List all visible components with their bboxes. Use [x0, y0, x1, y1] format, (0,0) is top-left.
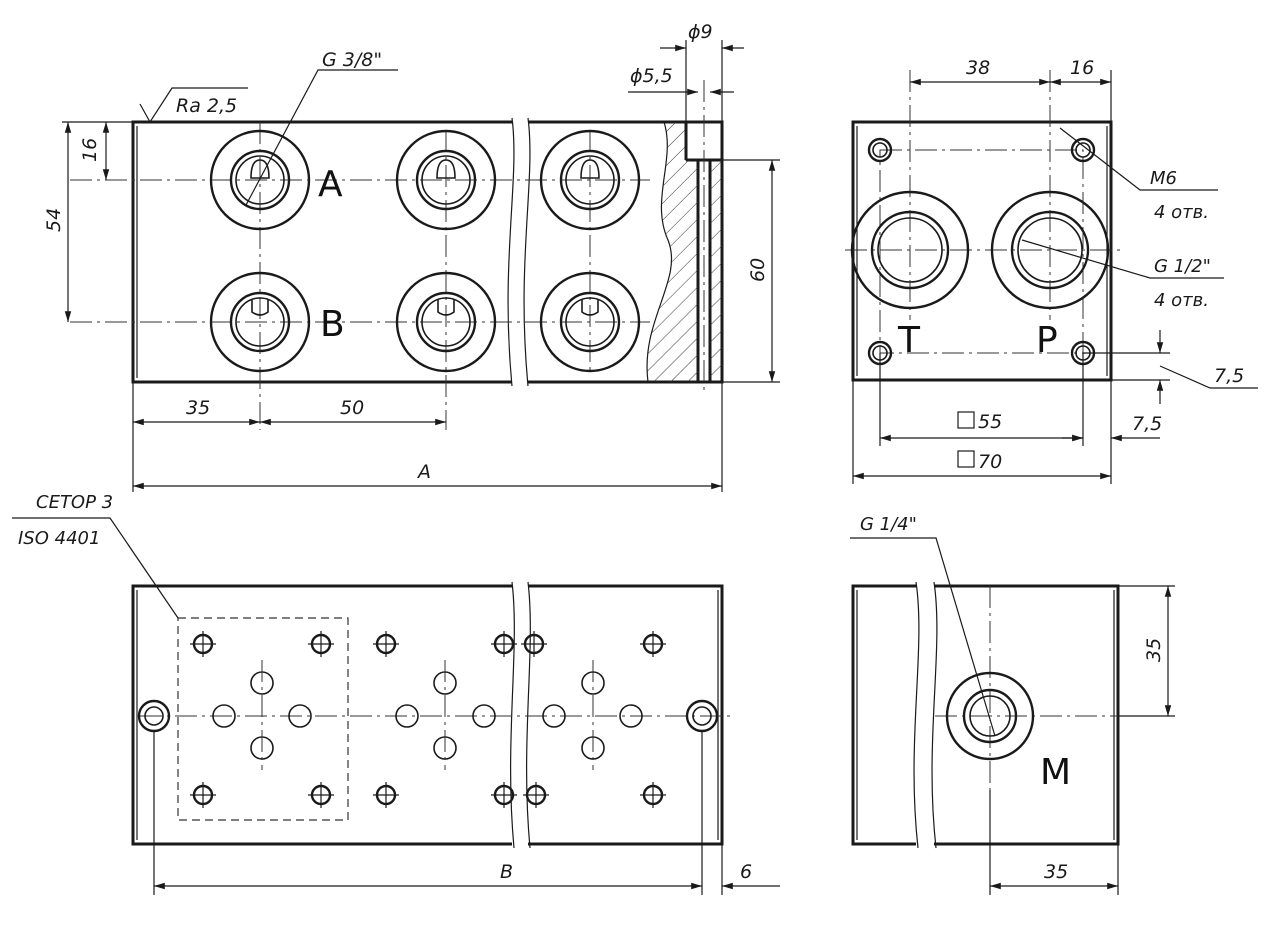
port-a-2 — [395, 129, 497, 231]
section-hatch-1 — [647, 122, 686, 382]
dim75r-leader — [1159, 365, 1258, 389]
dim55-text: 55 — [978, 411, 1002, 433]
m6-leader — [1059, 127, 1218, 191]
cetop-station-3 — [521, 631, 666, 808]
top-view-outline-right — [528, 584, 724, 846]
square-symbol-70 — [957, 450, 975, 468]
dim16-text: 16 — [79, 138, 101, 162]
dim16r-text: 16 — [1070, 57, 1094, 79]
port-p — [990, 190, 1110, 310]
port-m-label: M — [1040, 752, 1071, 793]
dia9-text: ϕ9 — [688, 21, 713, 43]
g12-count-label: 4 отв. — [1154, 290, 1209, 311]
end-view-outline-left — [851, 584, 916, 846]
port-a-3 — [539, 129, 641, 231]
top-view-outline-left — [131, 584, 512, 846]
section-hatch-3 — [686, 160, 698, 382]
g14-label: G 1/4" — [860, 514, 917, 535]
port-p-label: P — [1036, 320, 1058, 361]
cetop-leader — [12, 517, 179, 619]
end-view-outline-right — [934, 584, 1120, 846]
dim54-text: 54 — [43, 208, 65, 232]
g12-leader — [1021, 239, 1224, 279]
side-view: T P 38 16 M6 4 отв. G 1/2" 4 отв. 7,5 7,… — [845, 57, 1258, 484]
cetop-station-1 — [190, 631, 334, 808]
port-t-label: T — [897, 320, 921, 361]
port-b-2 — [395, 271, 497, 373]
port-b-3 — [539, 271, 641, 373]
dim70-text: 70 — [978, 451, 1002, 473]
port-a-label: A — [318, 164, 343, 205]
cetop-station-2 — [373, 631, 517, 808]
port-b-label: B — [320, 304, 345, 345]
dim6-text: 6 — [740, 861, 752, 883]
port-m — [945, 671, 1035, 761]
top-view: CETOP 3 ISO 4401 B 6 — [12, 492, 780, 895]
roughness-label: Ra 2,5 — [176, 95, 237, 117]
g14-leader — [850, 537, 996, 737]
cetop-interface-outline — [177, 617, 349, 821]
iso-label: ISO 4401 — [18, 528, 100, 549]
dim60-text: 60 — [747, 258, 769, 282]
side-view-outline — [851, 120, 1113, 382]
m6-hole-tl — [867, 137, 893, 163]
m6-hole-tr-inner — [1075, 142, 1091, 158]
cetop-label: CETOP 3 — [36, 492, 113, 513]
end-view-break-line-1 — [913, 581, 920, 849]
g38-leader — [245, 69, 398, 206]
dim38-text: 38 — [966, 57, 990, 79]
end-view: M G 1/4" 35 35 — [850, 514, 1175, 895]
top-view-break-line-1 — [510, 581, 515, 849]
m6-hole-tl-inner — [872, 142, 888, 158]
square-symbol-55 — [957, 411, 975, 429]
port-t — [850, 190, 970, 310]
dim50-text: 50 — [340, 397, 364, 419]
dimB-text: B — [500, 861, 513, 883]
dimA-text: A — [416, 461, 431, 483]
m6-count-label: 4 отв. — [1154, 202, 1209, 223]
front-view-break-line-1 — [507, 117, 515, 387]
m6-label: M6 — [1150, 168, 1177, 189]
dim35v-text: 35 — [1143, 638, 1165, 662]
dim35-text: 35 — [186, 397, 210, 419]
front-view: A B G 3/8" Ra 2,5 16 54 60 ϕ9 ϕ5,5 — [43, 21, 780, 492]
roughness-symbol — [139, 87, 248, 124]
section-hatch-2 — [710, 160, 722, 382]
front-view-break-line-2 — [523, 117, 531, 387]
end-hole-left-inner — [144, 706, 164, 726]
dim75r-text: 7,5 — [1214, 365, 1244, 387]
mounting-square — [879, 149, 1084, 354]
end-view-break-line-2 — [931, 581, 938, 849]
port-b-1 — [209, 271, 311, 373]
g12-label: G 1/2" — [1154, 256, 1211, 277]
dim75b-text: 7,5 — [1132, 413, 1162, 435]
port-a-1 — [209, 129, 311, 231]
g38-label: G 3/8" — [322, 49, 382, 71]
top-view-break-line-2 — [526, 581, 531, 849]
section-break-curve — [646, 121, 673, 383]
m6-hole-tr — [1070, 137, 1096, 163]
dim35h-text: 35 — [1044, 861, 1068, 883]
end-hole-right-inner — [692, 706, 712, 726]
dia55-text: ϕ5,5 — [630, 65, 673, 87]
